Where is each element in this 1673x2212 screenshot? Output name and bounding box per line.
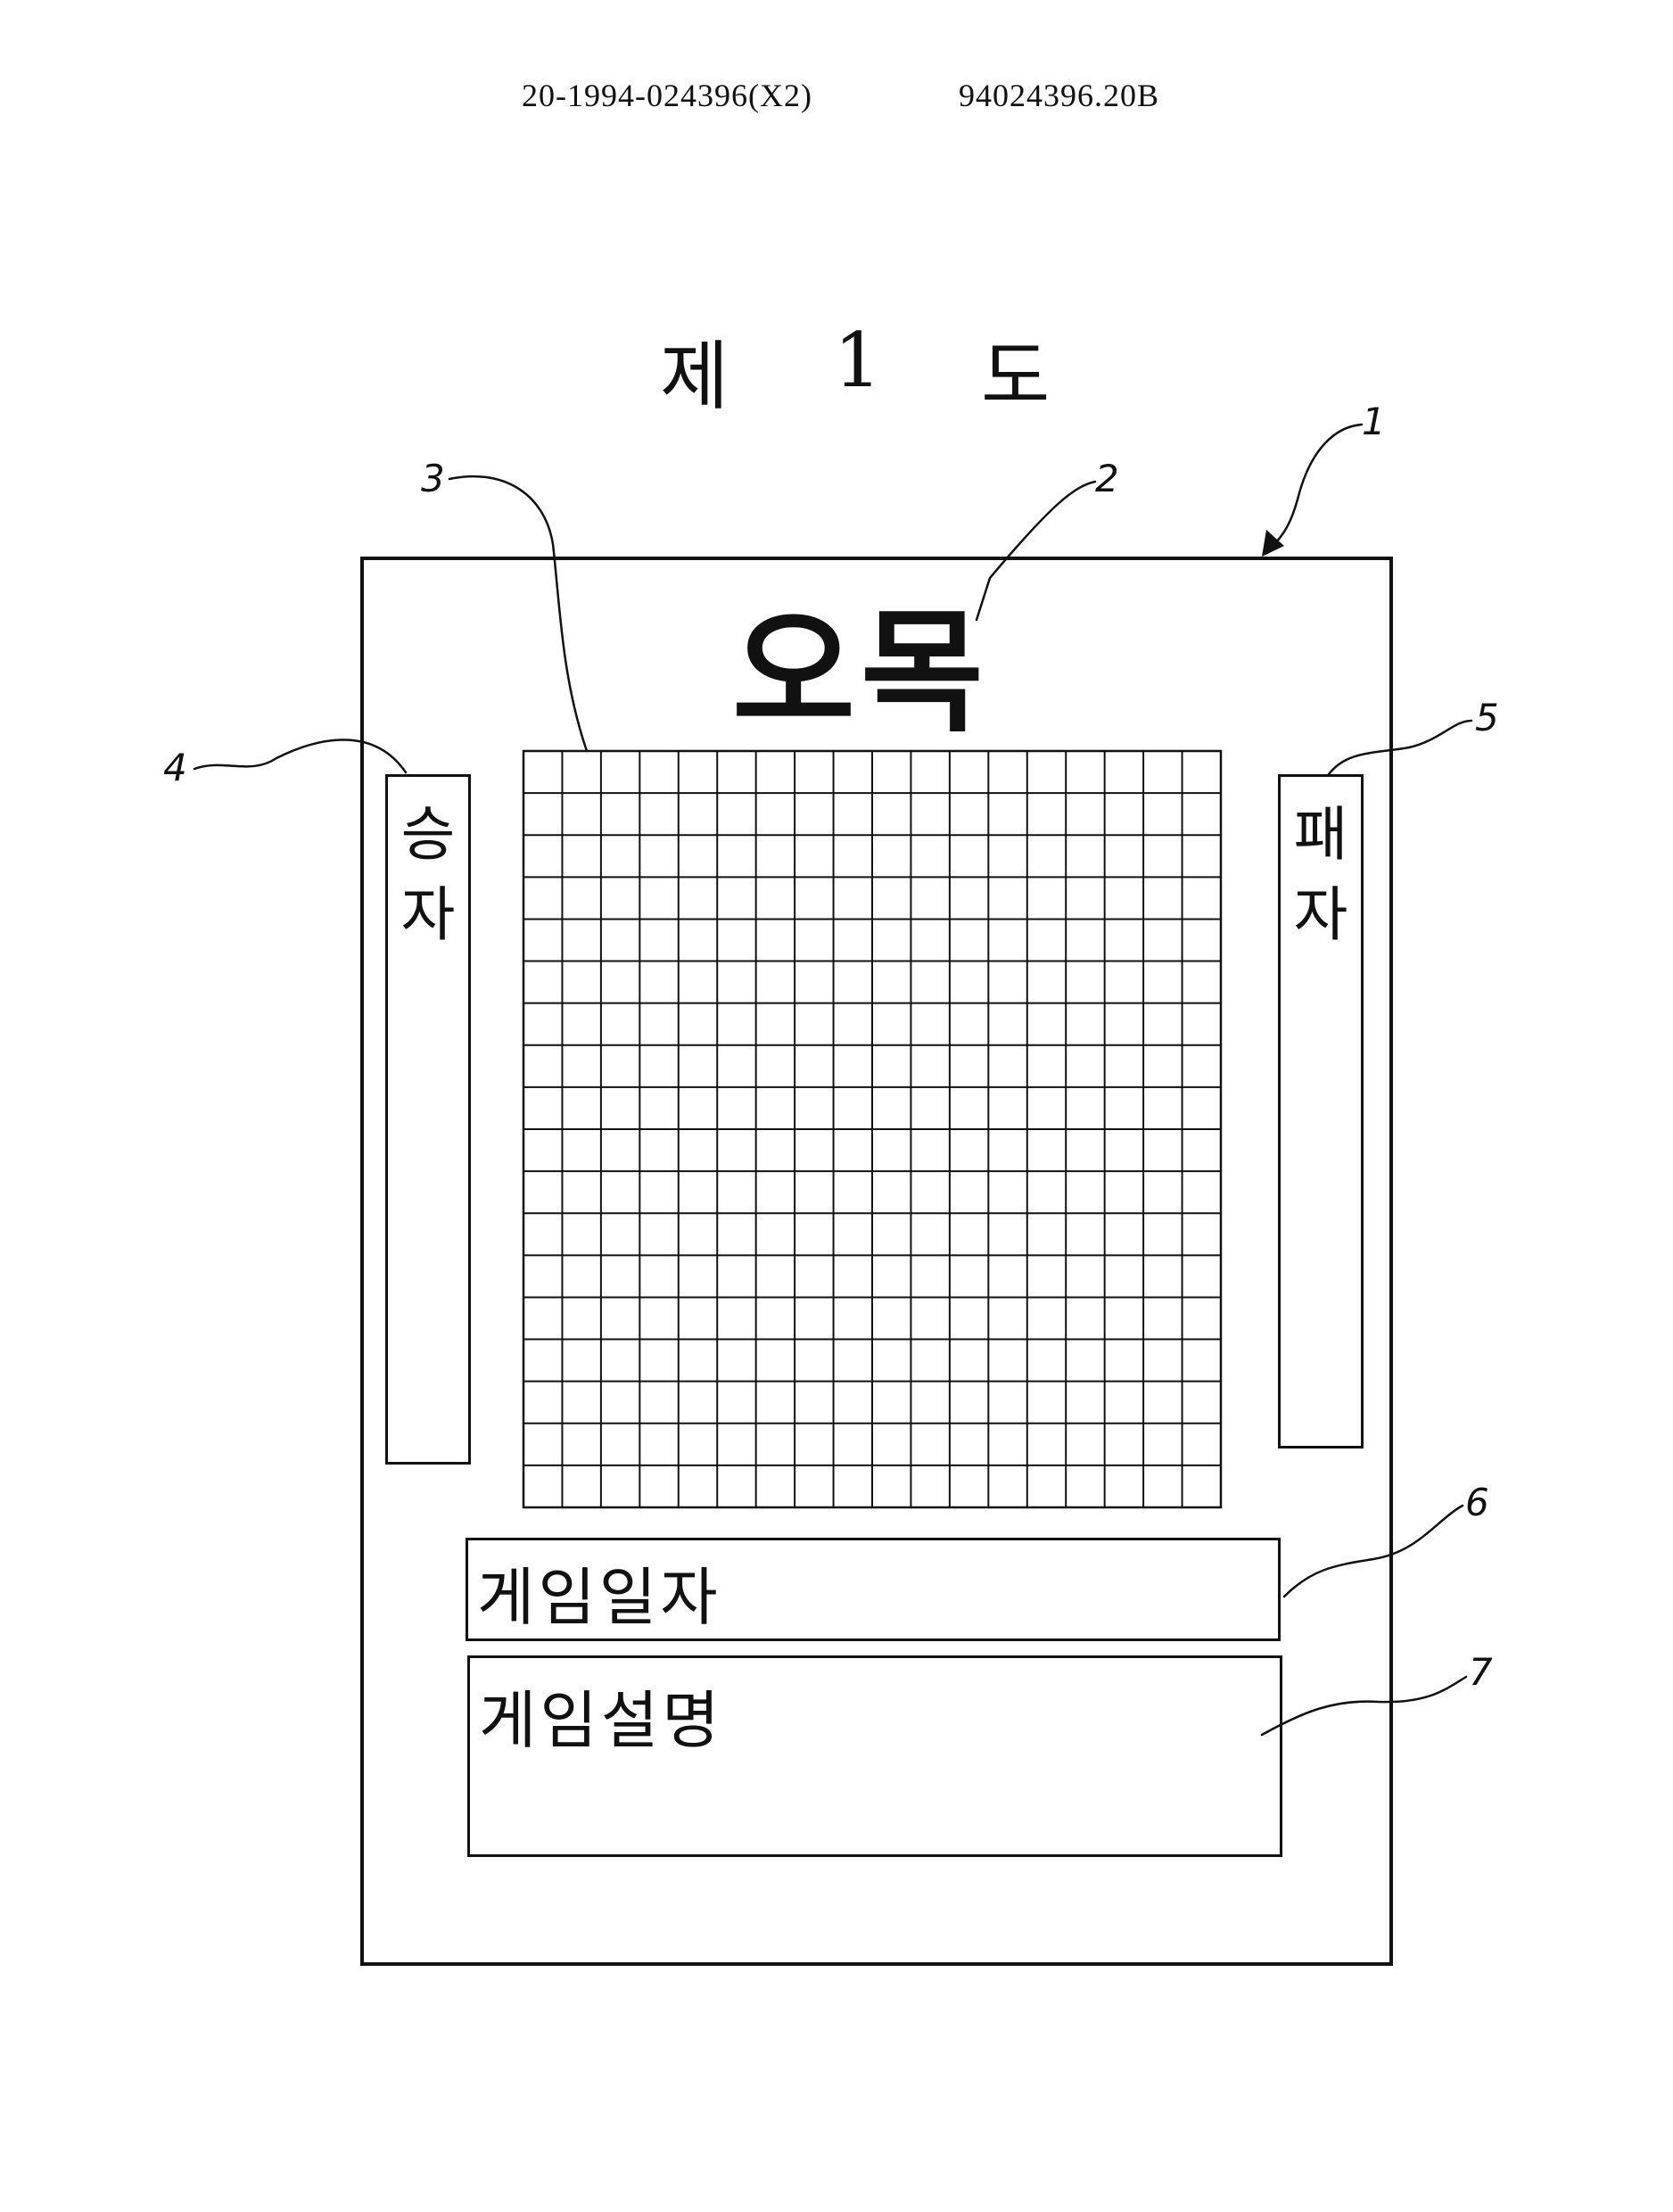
ref-numeral-2: 2 bbox=[1095, 457, 1119, 500]
game-date-box: 게임일자 bbox=[466, 1538, 1281, 1641]
leader-line-4 bbox=[193, 739, 408, 774]
leader-line-6 bbox=[1282, 1504, 1464, 1598]
figure-title: 제 1 도 bbox=[651, 317, 1070, 420]
board-title: 오목 bbox=[731, 596, 989, 751]
loser-column: 패 자 bbox=[1278, 774, 1364, 1449]
game-date-label: 게임일자 bbox=[477, 1561, 721, 1634]
leader-line-5 bbox=[1327, 719, 1473, 776]
ref-numeral-3: 3 bbox=[421, 457, 445, 500]
ref-numeral-4: 4 bbox=[163, 746, 187, 789]
winner-label: 승 자 bbox=[400, 800, 456, 949]
document-number: 20-1994-024396(X2) bbox=[522, 78, 812, 113]
game-record-sheet-frame bbox=[360, 557, 1393, 1966]
leader-line-2 bbox=[975, 480, 1097, 622]
game-description-box: 게임설명 bbox=[467, 1655, 1282, 1857]
ref-numeral-7: 7 bbox=[1469, 1650, 1493, 1694]
figure-title-char-2: 1 bbox=[834, 317, 882, 404]
loser-label: 패 자 bbox=[1293, 800, 1348, 949]
winner-column: 승 자 bbox=[385, 774, 471, 1465]
ref-numeral-5: 5 bbox=[1475, 696, 1499, 739]
ref-numeral-6: 6 bbox=[1465, 1481, 1489, 1524]
figure-title-char-3: 도 bbox=[981, 333, 1051, 420]
game-description-label: 게임설명 bbox=[479, 1684, 723, 1757]
file-code: 94024396.20B bbox=[959, 78, 1160, 113]
gomoku-grid-board bbox=[522, 749, 1223, 1509]
leader-line-1 bbox=[1269, 423, 1364, 549]
figure-title-char-1: 제 bbox=[660, 333, 729, 420]
arrow-head-icon bbox=[1262, 530, 1284, 557]
leader-line-7 bbox=[1260, 1675, 1468, 1737]
leader-line-3 bbox=[448, 475, 589, 753]
ref-numeral-1: 1 bbox=[1362, 400, 1386, 443]
